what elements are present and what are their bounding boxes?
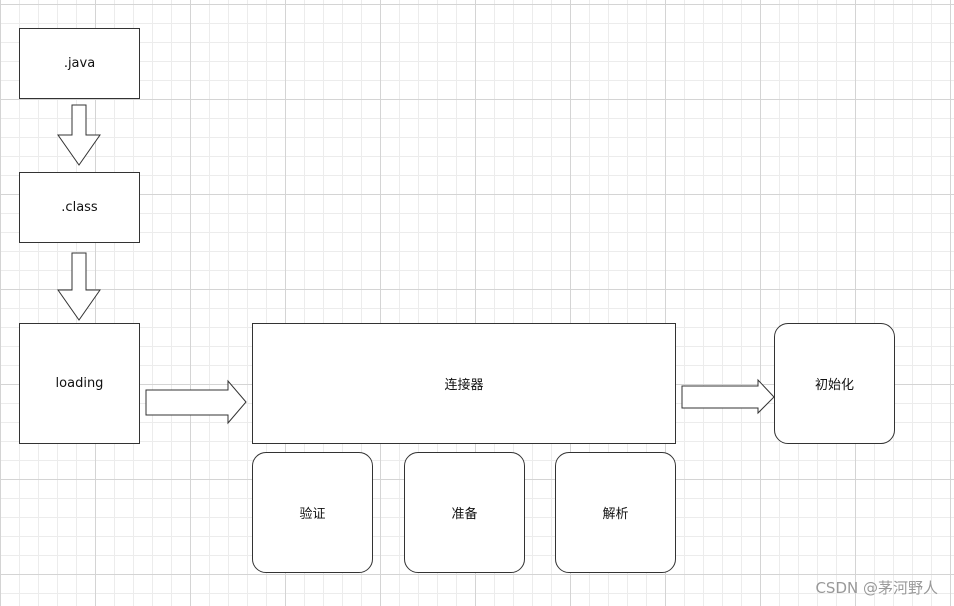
node-java: .java bbox=[19, 28, 140, 99]
node-prepare-label: 准备 bbox=[451, 507, 478, 522]
node-class: .class bbox=[19, 172, 140, 243]
node-prepare: 准备 bbox=[404, 452, 525, 573]
node-class-label: .class bbox=[61, 200, 98, 215]
node-loading-label: loading bbox=[55, 376, 104, 391]
arrow-linker-to-init bbox=[681, 378, 775, 415]
node-loading: loading bbox=[19, 323, 140, 444]
arrow-class-to-loading bbox=[57, 252, 101, 321]
arrow-loading-to-linker bbox=[145, 379, 247, 425]
node-verify: 验证 bbox=[252, 452, 373, 573]
node-resolve: 解析 bbox=[555, 452, 676, 573]
node-init: 初始化 bbox=[774, 323, 895, 444]
node-java-label: .java bbox=[63, 56, 96, 71]
arrow-java-to-class bbox=[57, 104, 101, 166]
node-resolve-label: 解析 bbox=[602, 507, 629, 522]
node-verify-label: 验证 bbox=[299, 507, 326, 522]
node-init-label: 初始化 bbox=[814, 378, 854, 393]
node-linker-label: 连接器 bbox=[444, 378, 484, 393]
watermark: CSDN @茅河野人 bbox=[815, 579, 938, 597]
node-linker: 连接器 bbox=[252, 323, 676, 444]
